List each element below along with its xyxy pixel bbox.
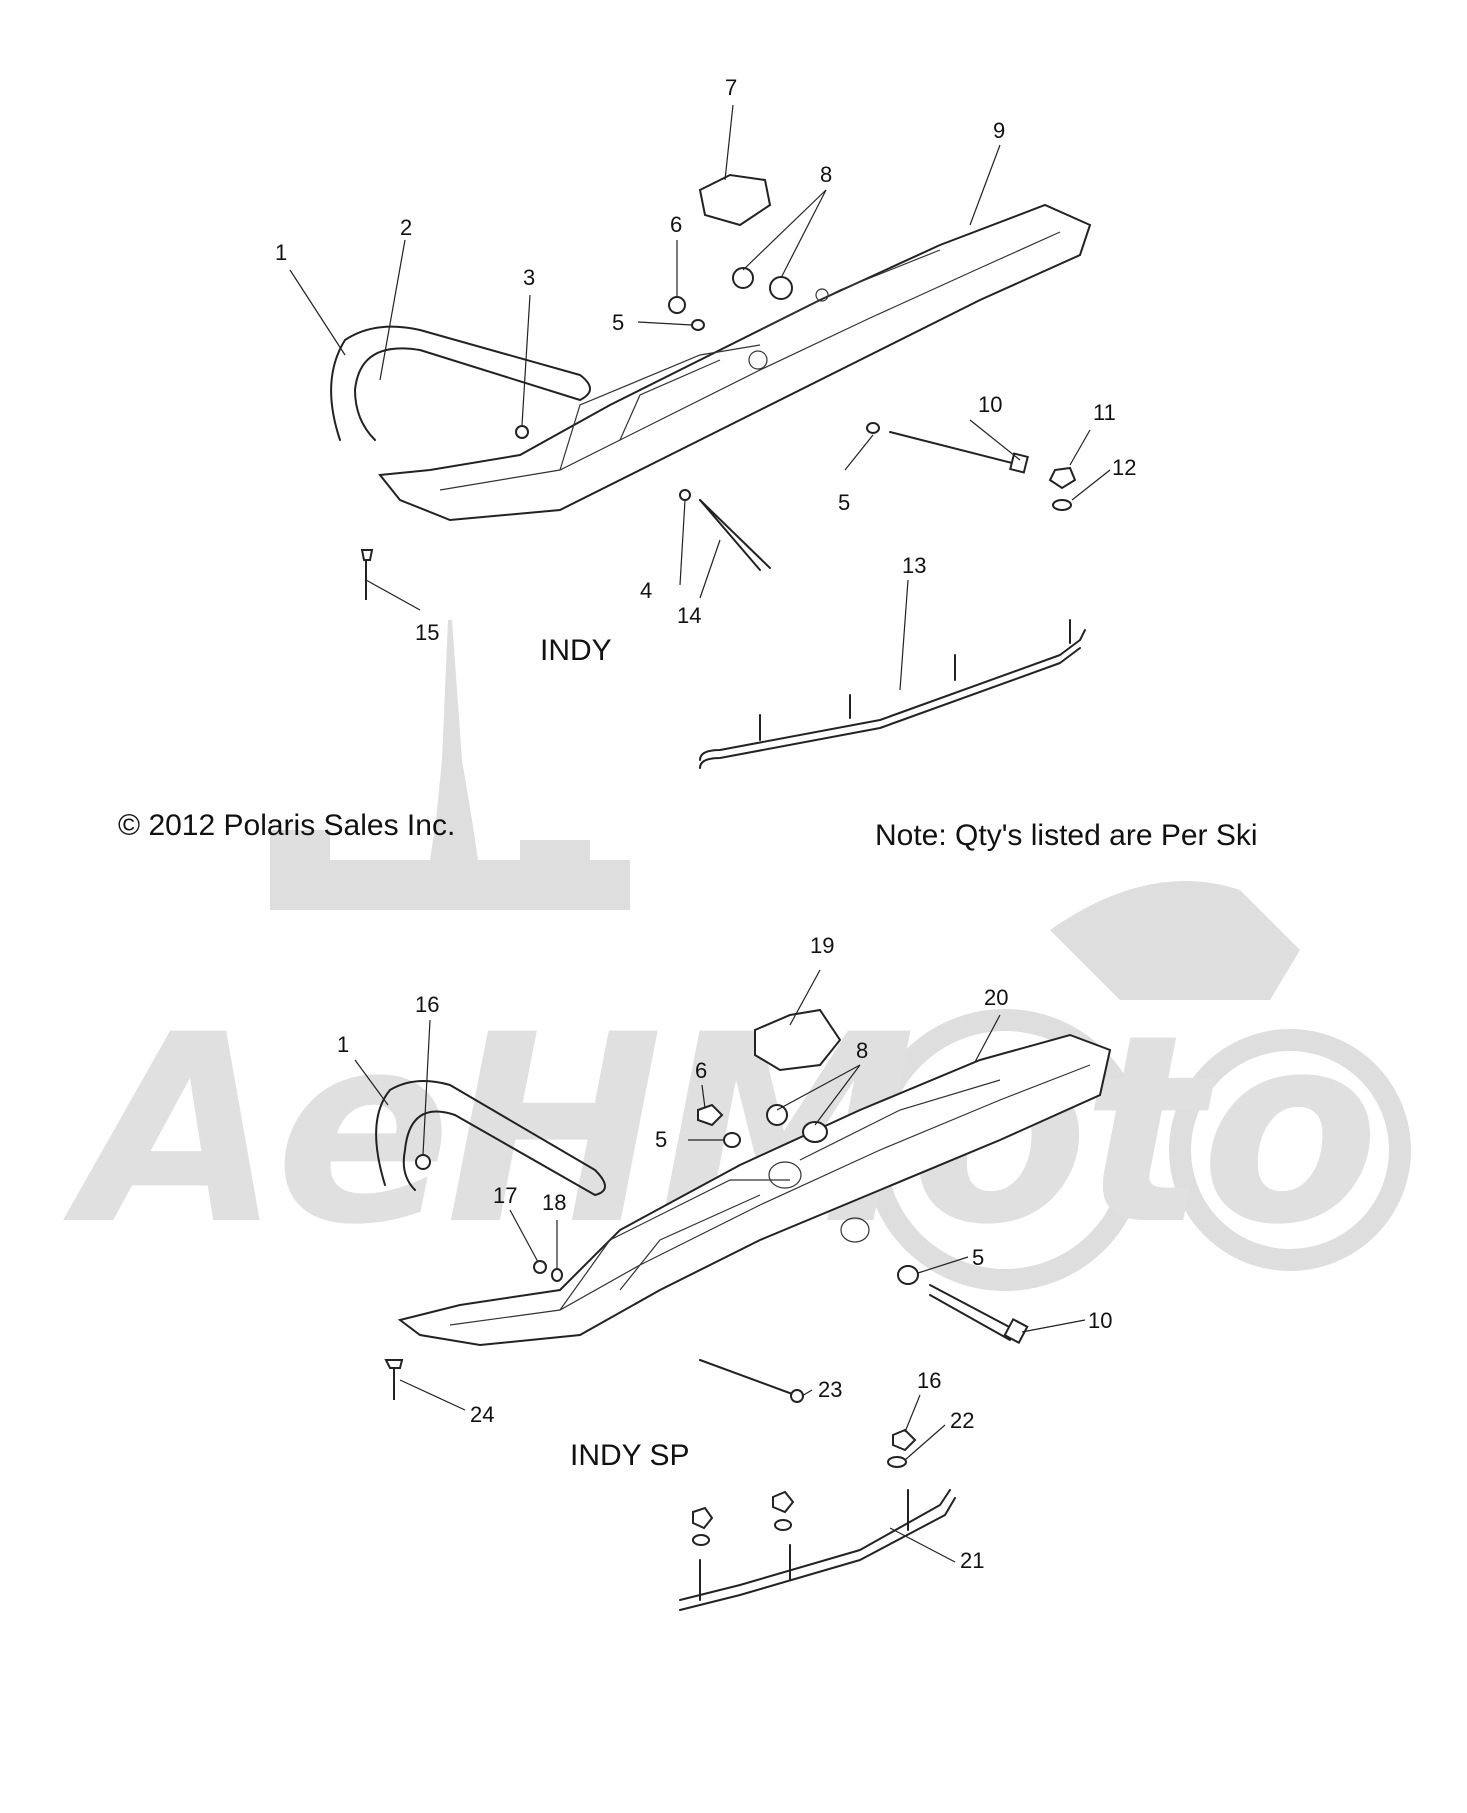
callout-20: 20 (984, 985, 1008, 1010)
bolt-10-sp (929, 1284, 1016, 1331)
callout-15: 15 (415, 620, 439, 645)
watermark-spire-icon (430, 620, 478, 860)
ski-loop-handle-indy-sp (375, 1080, 606, 1196)
callout-17: 17 (493, 1183, 517, 1208)
washer-5-mid (866, 422, 880, 434)
callout-10-sp: 10 (1088, 1308, 1112, 1333)
watermark-building-icon (270, 860, 630, 910)
callout-8: 8 (820, 162, 832, 187)
assembly-label-indy: INDY (540, 634, 612, 667)
callout-12: 12 (1112, 455, 1136, 480)
nut-17 (533, 1260, 547, 1274)
callout-2: 2 (400, 215, 412, 240)
callout-13: 13 (902, 553, 926, 578)
bolt-10-upper (889, 431, 1021, 466)
bushing-8b (769, 276, 793, 300)
nut-3 (515, 425, 529, 439)
indy-leaders (289, 104, 1111, 691)
bolt-23 (699, 1359, 796, 1396)
indy-sp-assembly (375, 1008, 1112, 1611)
bushing-8b-sp (802, 1121, 828, 1143)
indy-callouts: 1 2 3 4 5 5 5 6 7 8 9 10 11 12 13 14 15 (275, 75, 1136, 645)
callout-5b: 5 (838, 490, 850, 515)
callout-14: 14 (677, 603, 701, 628)
nut-6 (668, 296, 686, 314)
callout-7: 7 (725, 75, 737, 100)
callout-11: 11 (1093, 400, 1116, 425)
callout-5-sp-a: 5 (655, 1127, 667, 1152)
callout-16-sp: 16 (415, 992, 439, 1017)
callout-1: 1 (275, 240, 287, 265)
callout-5a: 5 (612, 310, 624, 335)
copyright: © 2012 Polaris Sales Inc. (118, 809, 455, 842)
callout-24: 24 (470, 1402, 494, 1427)
washer-8a-sp (766, 1104, 788, 1126)
callout-9: 9 (993, 118, 1005, 143)
washer-5-sp-mid (897, 1265, 919, 1285)
spindle-saddle-19 (754, 1008, 842, 1072)
callout-6-sp: 6 (695, 1058, 707, 1083)
washer-5-sp-upper (723, 1132, 741, 1148)
qty-note: Note: Qty's listed are Per Ski (875, 819, 1258, 852)
callout-8-sp: 8 (856, 1038, 868, 1063)
indy-sp-leaders (354, 969, 1086, 1563)
callout-22: 22 (950, 1408, 974, 1433)
ski-loop-handle-indy (330, 325, 591, 441)
rivet-15 (360, 549, 374, 600)
washer-12 (1052, 499, 1072, 511)
callout-23: 23 (818, 1377, 842, 1402)
washer-18 (551, 1268, 563, 1282)
carbide-21 (679, 1489, 951, 1601)
nut-16-sp (415, 1154, 431, 1170)
callout-21: 21 (960, 1548, 984, 1573)
indy-sp-callouts: 1 16 17 18 19 20 6 8 5 5 10 23 16 22 21 … (337, 933, 1112, 1573)
callout-5-sp-b: 5 (972, 1245, 984, 1270)
nut-6-sp (697, 1103, 724, 1127)
nut-11 (1048, 466, 1077, 490)
callout-1-sp: 1 (337, 1032, 349, 1057)
wear-bar-13 (699, 629, 1086, 761)
callout-10: 10 (978, 392, 1002, 417)
washer-22 (887, 1456, 907, 1468)
indy-assembly (330, 173, 1092, 769)
washer-8a (732, 267, 754, 289)
callout-3: 3 (523, 265, 535, 290)
callout-19: 19 (810, 933, 834, 958)
bolt-14 (699, 499, 761, 571)
assembly-label-indy-sp: INDY SP (570, 1439, 690, 1472)
nut-16-sp-lower (892, 1428, 917, 1452)
rivet-24 (384, 1359, 404, 1400)
spindle-saddle-7 (698, 173, 772, 227)
washer-4 (679, 489, 691, 501)
callout-4: 4 (640, 578, 652, 603)
washer-5-upper (691, 319, 705, 331)
callout-16-sp-lower: 16 (917, 1368, 941, 1393)
ski-body-indy (378, 203, 1092, 522)
callout-6: 6 (670, 212, 682, 237)
callout-18: 18 (542, 1190, 566, 1215)
